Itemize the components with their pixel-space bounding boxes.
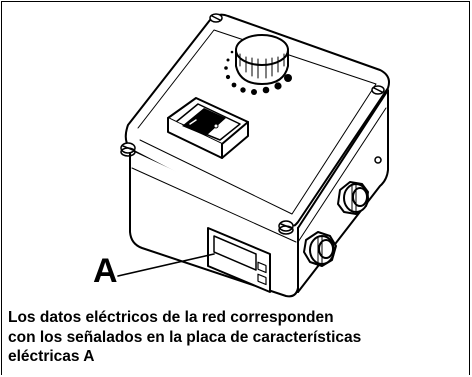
cable-gland-upper xyxy=(337,181,369,215)
box-front-seam xyxy=(131,167,297,243)
screw-back xyxy=(209,13,223,23)
control-knob xyxy=(235,34,289,85)
caption-line: con los señalados en la placa de caracte… xyxy=(8,328,362,346)
box-top-bevel xyxy=(137,29,377,215)
rating-plate xyxy=(207,227,271,293)
screw-front xyxy=(278,220,294,235)
cable-gland-lower xyxy=(303,231,337,267)
figure-caption: Los datos eléctricos de la red correspon… xyxy=(8,308,468,367)
rocker-switch xyxy=(167,97,249,159)
screw-left xyxy=(120,142,136,157)
callout-leader-line xyxy=(117,253,215,277)
box-right-seam xyxy=(297,107,387,243)
callout-label-a: A xyxy=(93,252,118,290)
side-plug xyxy=(374,156,382,164)
dial-scale-dots xyxy=(224,50,292,95)
caption-line: eléctricas A xyxy=(8,348,95,365)
caption-line: Los datos eléctricos de la red correspon… xyxy=(8,309,334,326)
screw-right xyxy=(371,85,385,95)
